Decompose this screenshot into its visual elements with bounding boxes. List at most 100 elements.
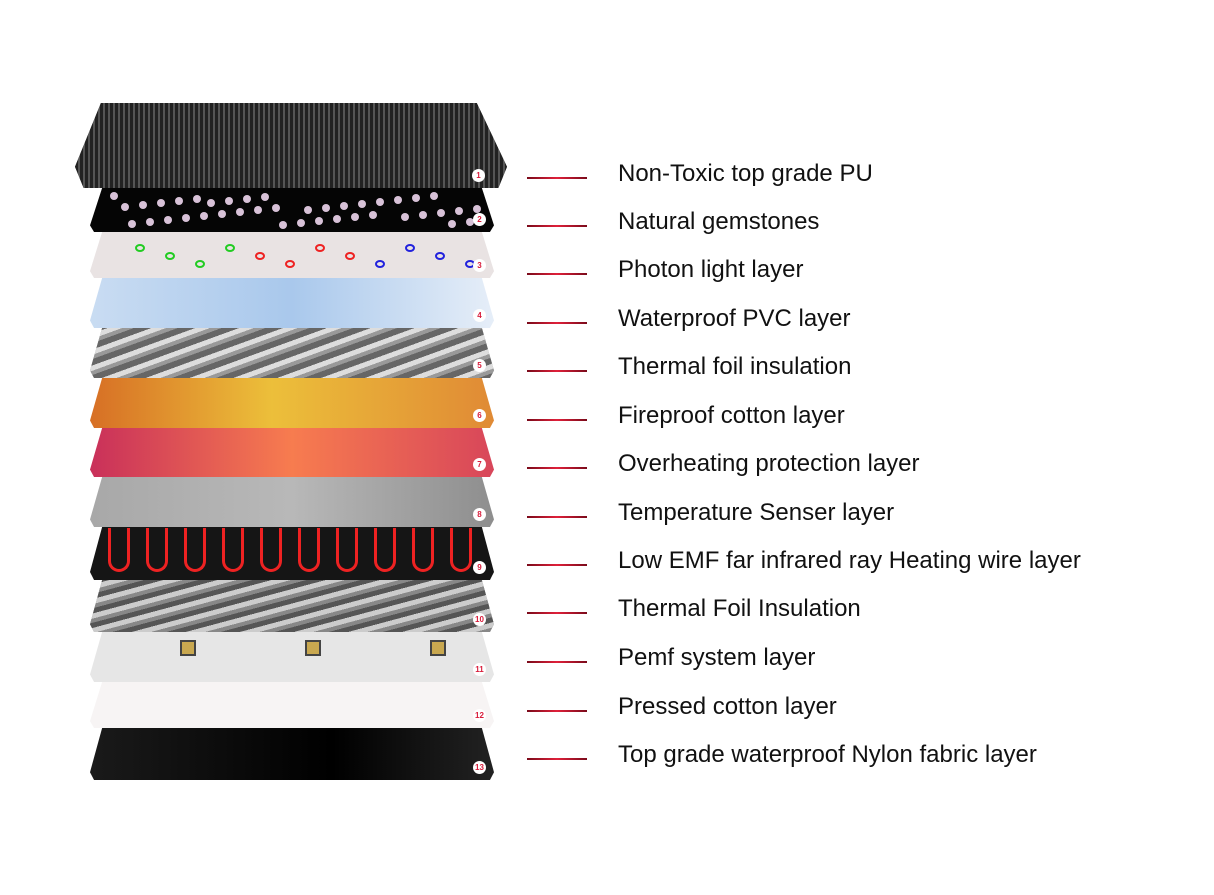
- layer-label: Waterproof PVC layer: [618, 305, 851, 332]
- layer-number-badge: 2: [473, 213, 486, 226]
- layer-10: [90, 580, 494, 632]
- photon-light: [285, 260, 295, 268]
- gemstone: [351, 213, 359, 221]
- layer-9: [90, 527, 494, 580]
- layer-12: [90, 682, 494, 728]
- gemstone: [358, 200, 366, 208]
- layer-number-badge: 10: [473, 613, 486, 626]
- layer-number-badge: 12: [473, 709, 486, 722]
- gemstone: [448, 220, 456, 228]
- gemstone: [466, 218, 474, 226]
- heating-wire: [298, 528, 320, 572]
- gemstone: [164, 216, 172, 224]
- layer-label: Non-Toxic top grade PU: [618, 160, 873, 187]
- layer-8: [90, 477, 494, 527]
- gemstone: [121, 203, 129, 211]
- gemstone: [254, 206, 262, 214]
- leader-line: [527, 661, 587, 663]
- gemstone: [182, 214, 190, 222]
- photon-light: [315, 244, 325, 252]
- gemstone: [272, 204, 280, 212]
- gemstone: [333, 215, 341, 223]
- gemstone: [473, 205, 481, 213]
- layer-11: [90, 632, 494, 682]
- layer-label: Temperature Senser layer: [618, 499, 895, 526]
- layer-number-badge: 13: [473, 761, 486, 774]
- leader-line: [527, 467, 587, 469]
- leader-line: [527, 612, 587, 614]
- layer-6: [90, 378, 494, 428]
- gemstone: [437, 209, 445, 217]
- gemstone: [376, 198, 384, 206]
- layer-label: Overheating protection layer: [618, 450, 920, 477]
- layer-number-badge: 5: [473, 359, 486, 372]
- gemstone: [243, 195, 251, 203]
- photon-light: [435, 252, 445, 260]
- photon-light: [255, 252, 265, 260]
- heating-wire: [374, 528, 396, 572]
- layer-number-badge: 4: [473, 309, 486, 322]
- gemstone: [110, 192, 118, 200]
- photon-light: [225, 244, 235, 252]
- gemstone: [322, 204, 330, 212]
- gemstone: [261, 193, 269, 201]
- pemf-coil: [305, 640, 321, 656]
- photon-light: [165, 252, 175, 260]
- layer-label: Top grade waterproof Nylon fabric layer: [618, 741, 1037, 768]
- heating-wire: [260, 528, 282, 572]
- layer-number-badge: 3: [473, 259, 486, 272]
- leader-line: [527, 177, 587, 179]
- gemstone: [157, 199, 165, 207]
- heating-wire: [222, 528, 244, 572]
- layer-label: Low EMF far infrared ray Heating wire la…: [618, 547, 1081, 574]
- gemstone: [193, 195, 201, 203]
- layer-7: [90, 428, 494, 477]
- pemf-coil: [430, 640, 446, 656]
- gemstone: [340, 202, 348, 210]
- gemstone: [455, 207, 463, 215]
- heating-wire: [108, 528, 130, 572]
- gemstone: [401, 213, 409, 221]
- gemstone: [412, 194, 420, 202]
- photon-light: [195, 260, 205, 268]
- heating-wire: [450, 528, 472, 572]
- leader-line: [527, 516, 587, 518]
- layer-label: Natural gemstones: [618, 208, 820, 235]
- photon-light: [345, 252, 355, 260]
- layer-number-badge: 9: [473, 561, 486, 574]
- leader-line: [527, 710, 587, 712]
- leader-line: [527, 225, 587, 227]
- gemstone: [297, 219, 305, 227]
- layer-2: [90, 188, 494, 232]
- leader-line: [527, 564, 587, 566]
- layer-label: Pemf system layer: [618, 644, 816, 671]
- heating-wire: [146, 528, 168, 572]
- heating-wire: [412, 528, 434, 572]
- photon-light: [405, 244, 415, 252]
- gemstone: [419, 211, 427, 219]
- leader-line: [527, 273, 587, 275]
- heating-wire: [184, 528, 206, 572]
- gemstone: [304, 206, 312, 214]
- gemstone: [225, 197, 233, 205]
- layer-number-badge: 7: [473, 458, 486, 471]
- pemf-coil: [180, 640, 196, 656]
- photon-light: [375, 260, 385, 268]
- layer-label: Pressed cotton layer: [618, 693, 837, 720]
- gemstone: [200, 212, 208, 220]
- layer-number-badge: 1: [472, 169, 485, 182]
- layer-number-badge: 11: [473, 663, 486, 676]
- layer-label: Fireproof cotton layer: [618, 402, 845, 429]
- gemstone: [430, 192, 438, 200]
- leader-line: [527, 370, 587, 372]
- heating-wire: [336, 528, 358, 572]
- layer-13: [90, 728, 494, 780]
- gemstone: [207, 199, 215, 207]
- gemstone: [236, 208, 244, 216]
- gemstone: [175, 197, 183, 205]
- gemstone: [139, 201, 147, 209]
- layer-5: [90, 328, 494, 378]
- photon-light: [135, 244, 145, 252]
- gemstone: [369, 211, 377, 219]
